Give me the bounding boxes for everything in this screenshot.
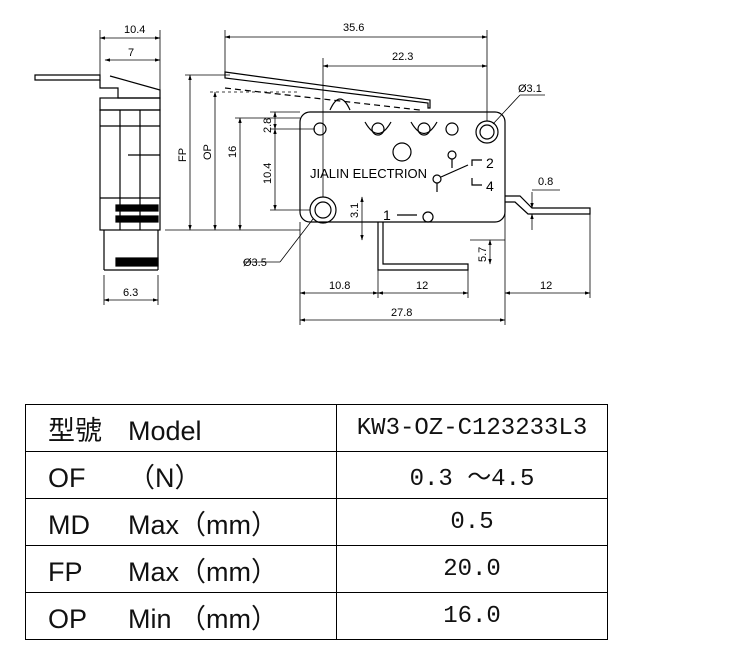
spec-value: 16.0 (336, 592, 608, 640)
dim-10-4-mid: 10.4 (262, 163, 274, 184)
dim-dia-3-1: Ø3.1 (518, 83, 542, 95)
spec-key-label: MD (48, 509, 90, 540)
spec-value: KW3-OZ-C123233L3 (336, 404, 608, 452)
spec-value: 0.3 ～4.5 (336, 451, 608, 499)
spec-key: FP Max（mm） (25, 545, 337, 593)
spec-key: MD Max（mm） (25, 498, 337, 546)
table-row: 型號 Model KW3-OZ-C123233L3 (25, 404, 608, 452)
spec-key: OP Min （mm） (25, 592, 337, 640)
front-view (224, 71, 591, 271)
dim-op: OP (202, 144, 214, 160)
brand-label: JIALIN ELECTRION (310, 166, 427, 181)
spec-key: 型號 Model (25, 404, 337, 452)
spec-key-label: OF (48, 462, 86, 493)
spec-value: 0.5 (336, 498, 608, 546)
dim-dia-3-5: Ø3.5 (243, 257, 267, 269)
terminal-2-label: 2 (486, 155, 494, 171)
dim-3-1: 3.1 (349, 203, 361, 218)
dim-27-8: 27.8 (391, 307, 412, 319)
table-row: FP Max（mm） 20.0 (25, 545, 608, 593)
spec-value: 20.0 (336, 545, 608, 593)
table-row: OF （N） 0.3 ～4.5 (25, 451, 608, 499)
spec-key-unit: Max（mm） (128, 556, 278, 587)
dim-0-8: 0.8 (538, 176, 553, 188)
spec-key-label: FP (48, 556, 83, 587)
dim-35-6: 35.6 (343, 22, 364, 34)
spec-key-unit: Max（mm） (128, 509, 278, 540)
dim-10-8: 10.8 (329, 280, 350, 292)
dim-12-right: 12 (540, 280, 552, 292)
dim-16: 16 (227, 146, 239, 158)
spec-key-unit: （N） (128, 462, 202, 493)
table-row: OP Min （mm） 16.0 (25, 592, 608, 640)
dim-22-3: 22.3 (392, 51, 413, 63)
table-row: MD Max（mm） 0.5 (25, 498, 608, 546)
technical-drawing: 10.4 7 6.3 FP OP 16 (34, 22, 591, 325)
spec-key-unit: Model (128, 415, 202, 446)
terminal-4-label: 4 (486, 178, 494, 194)
dim-2-8: 2.8 (262, 118, 274, 133)
spec-key-unit: Min （mm） (128, 603, 278, 634)
dim-12-mid: 12 (416, 280, 428, 292)
dim-7: 7 (128, 47, 134, 59)
spec-key: OF （N） (25, 451, 337, 499)
side-view (34, 74, 161, 271)
spec-key-label: 型號 (48, 415, 102, 446)
terminal-1-label: 1 (383, 207, 391, 223)
spec-key-label: OP (48, 603, 88, 634)
dim-fp: FP (177, 148, 189, 162)
dim-5-7: 5.7 (477, 247, 489, 262)
dim-6-3: 6.3 (123, 287, 138, 299)
dim-10-4-top: 10.4 (124, 24, 145, 36)
